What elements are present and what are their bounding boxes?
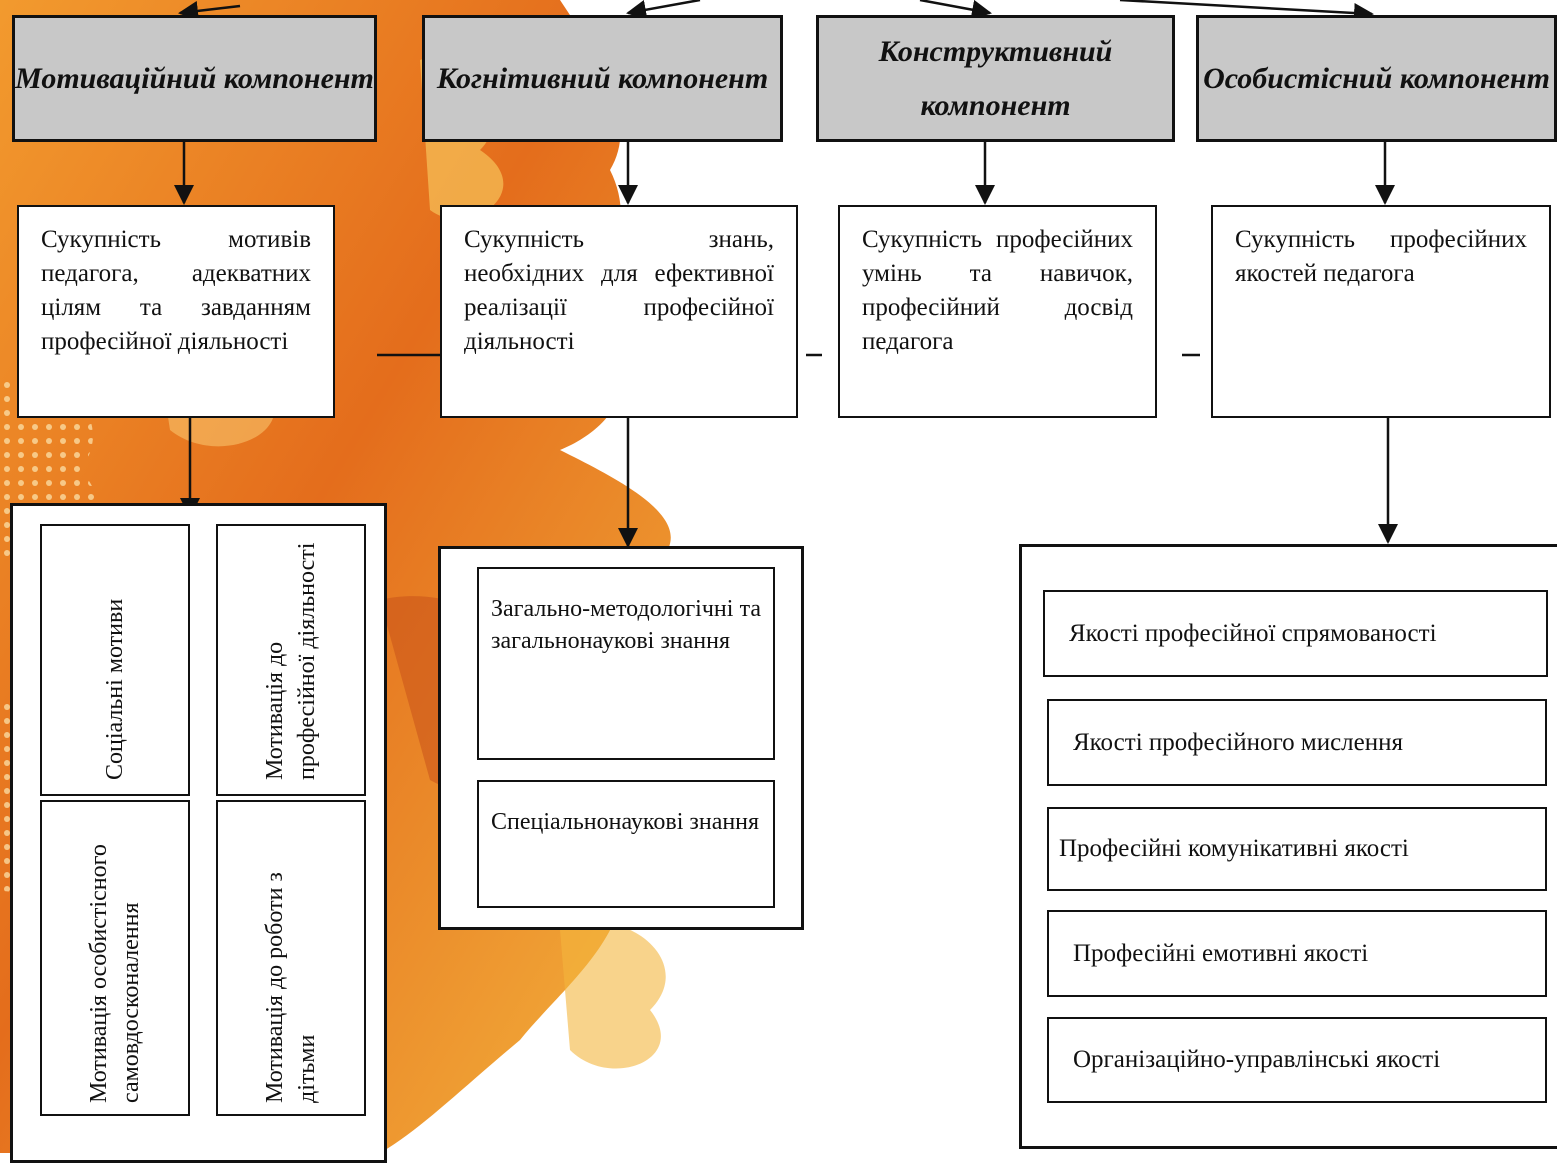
quality-professional-thinking: Якості професійного мислення [1047, 699, 1547, 786]
motive-professional-activity: Мотивація до професійної діяльності [216, 524, 366, 796]
motive-working-with-children: Мотивація до роботи з дітьми [216, 800, 366, 1116]
header-motivational-label: Мотиваційний компонент [15, 61, 374, 95]
quality-communicative: Професійні комунікативні якості [1047, 807, 1547, 891]
header-constructive-component: Конструктивний компонент [816, 15, 1175, 142]
arrow-top-1 [178, 0, 241, 21]
header-cognitive-component: Когнітивний компонент [422, 15, 783, 142]
header-personal-component: Особистісний компонент [1196, 15, 1557, 142]
description-motivational: Сукупність мотивів педагога, адекватних … [17, 205, 335, 418]
motive-social: Соціальні мотиви [40, 524, 190, 796]
arrow-top-3 [919, 0, 992, 20]
header-cognitive-label: Когнітивний компонент [436, 61, 769, 95]
arrow-top-2 [626, 0, 701, 20]
header-motivational-component: Мотиваційний компонент [12, 15, 377, 142]
arrow-top-4 [1119, 0, 1374, 23]
quality-organizational-managerial: Організаційно-управлінські якості [1047, 1017, 1547, 1103]
description-cognitive: Сукупність знань, необхідних для ефектив… [440, 205, 798, 418]
quality-professional-orientation: Якості професійної спрямованості [1043, 590, 1548, 677]
header-constructive-label: Конструктивний компонент [878, 34, 1113, 122]
header-personal-label: Особистісний компонент [1203, 61, 1550, 95]
motive-self-improvement: Мотивація особистісного самовдосконаленн… [40, 800, 190, 1116]
description-constructive: Сукупність професійних умінь та навичок,… [838, 205, 1157, 418]
description-personal: Сукупність професійних якостей педагога [1211, 205, 1551, 418]
quality-emotive: Професійні емотивні якості [1047, 910, 1547, 997]
knowledge-special-scientific: Спеціальнонаукові знання [477, 780, 775, 908]
knowledge-general-methodological: Загально-методологічні та загальнонауков… [477, 567, 775, 760]
